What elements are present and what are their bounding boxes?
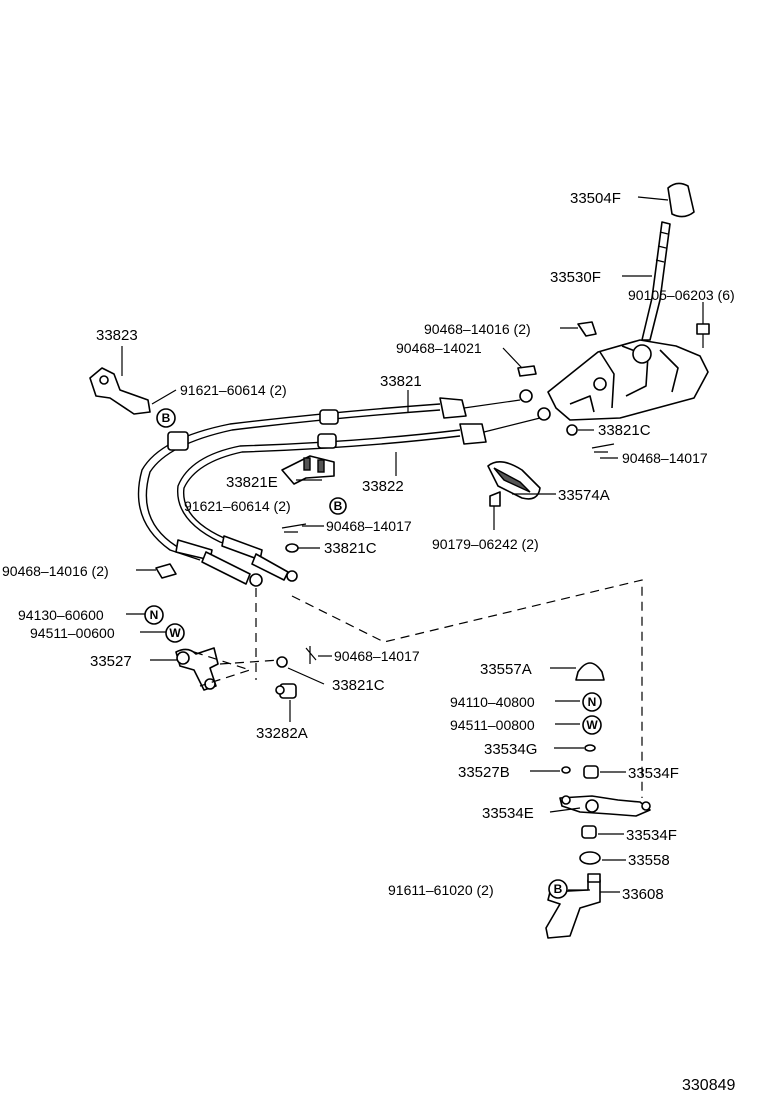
label-33534E: 33534E [482, 805, 534, 822]
cable-mount-bracket [89, 367, 151, 415]
clip-90468-14017-right [591, 443, 615, 453]
washer-33534g [584, 744, 596, 752]
label-33608: 33608 [622, 886, 664, 903]
pin-90468-14021 [517, 365, 537, 377]
label-33557A: 33557A [480, 661, 532, 678]
seal-plate [487, 461, 541, 507]
svg-text:B: B [334, 499, 343, 513]
nut-badge-2: N [582, 692, 602, 712]
label-94110-40800: 94110–40800 [450, 694, 535, 710]
label-90468-14017-mid: 90468–14017 [326, 518, 412, 534]
label-33822: 33822 [362, 478, 404, 495]
label-33527B: 33527B [458, 764, 510, 781]
cable-end-adjusters [175, 535, 298, 587]
label-33821: 33821 [380, 373, 422, 390]
cap-33557a [575, 662, 605, 681]
label-94511-00600: 94511–00600 [30, 625, 115, 641]
svg-text:N: N [150, 608, 159, 622]
label-33821E: 33821E [226, 474, 278, 491]
svg-text:W: W [169, 626, 181, 640]
shift-lever-rod [641, 221, 671, 341]
label-33534G: 33534G [484, 741, 537, 758]
clip-90468-14017-mid [281, 523, 307, 533]
label-33823: 33823 [96, 327, 138, 344]
cable-grommet-left [167, 409, 339, 451]
transmission-shift-lever [175, 647, 219, 691]
leader-lines [121, 196, 704, 893]
label-91621-60614-mid: 91621–60614 (2) [184, 498, 291, 514]
select-cable-33822 [177, 407, 551, 549]
label-91611-61020: 91611–61020 (2) [388, 882, 494, 898]
label-90468-14017-right: 90468–14017 [622, 450, 708, 466]
washer-badge-2: W [582, 715, 602, 735]
label-33282A: 33282A [256, 725, 308, 742]
shift-knob [667, 182, 695, 218]
label-90468-14021: 90468–14021 [396, 340, 482, 356]
label-33534F-upper: 33534F [628, 765, 679, 782]
bolt-badge-3: B [548, 879, 568, 899]
bolt-badge-1: B [156, 408, 176, 428]
diagram-code: 330849 [682, 1077, 735, 1094]
washer-33558 [579, 851, 601, 865]
label-94130-60600: 94130–60600 [18, 607, 104, 623]
label-33558: 33558 [628, 852, 670, 869]
label-90105-06203: 90105–06203 (6) [628, 287, 735, 303]
svg-text:B: B [554, 882, 563, 896]
label-33527: 33527 [90, 653, 132, 670]
pin-33282a [275, 683, 297, 699]
shift-lever-housing [547, 339, 709, 421]
label-33574A: 33574A [558, 487, 610, 504]
label-33821C-right: 33821C [598, 422, 651, 439]
assembly-dashed-lines [193, 579, 643, 798]
pin-33527b [561, 766, 571, 774]
housing-bolt [696, 323, 710, 348]
svg-text:B: B [162, 411, 171, 425]
clip-90468-14016-left [155, 563, 177, 579]
label-91621-60614-top: 91621–60614 (2) [180, 382, 287, 398]
select-lever-33534e [559, 795, 651, 817]
svg-text:W: W [586, 718, 598, 732]
label-94511-00800: 94511–00800 [450, 717, 535, 733]
clip-90468-14017-lower [305, 646, 317, 664]
shift-cable-33821 [137, 389, 533, 561]
label-90468-14016-left: 90468–14016 (2) [2, 563, 109, 579]
washer-33821c-mid [285, 543, 299, 553]
nut-badge-1: N [144, 605, 164, 625]
washer-33821c-right [566, 424, 578, 436]
label-90179-06242: 90179–06242 (2) [432, 536, 539, 552]
washer-33821c-lower [276, 656, 288, 668]
label-33534F-lower: 33534F [626, 827, 677, 844]
label-90468-14017-lower: 90468–14017 [334, 648, 420, 664]
bolt-badge-2: B [329, 497, 347, 515]
bushing-33534f-lower [581, 825, 597, 839]
washer-badge-1: W [165, 623, 185, 643]
label-33530F: 33530F [550, 269, 601, 286]
label-33821C-lower: 33821C [332, 677, 385, 694]
clip-90468-14016-top [577, 321, 597, 337]
bushing-33534f-upper [583, 765, 599, 779]
svg-text:N: N [588, 695, 597, 709]
label-33821C-mid: 33821C [324, 540, 377, 557]
label-90468-14016-top: 90468–14016 (2) [424, 321, 531, 337]
label-33504F: 33504F [570, 190, 621, 207]
cable-bracket [281, 455, 335, 485]
